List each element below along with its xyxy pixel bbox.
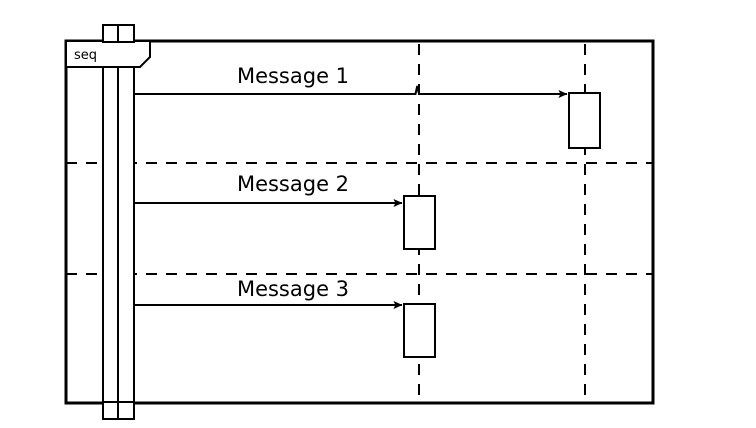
fragment-tag-shape — [65, 40, 151, 68]
fragment-frame-border — [64, 39, 655, 405]
message-1-label: Message 1 — [237, 64, 349, 88]
activation-middle-message-2[interactable] — [403, 195, 436, 250]
fragment-operator-label: seq — [74, 48, 97, 63]
fragment-operator-tag[interactable]: seq — [65, 40, 151, 68]
activation-middle-message-3[interactable] — [403, 303, 436, 358]
combined-fragment-frame — [64, 39, 655, 405]
message-3-group[interactable]: Message 3 — [134, 277, 403, 309]
activation-right-message-1[interactable] — [568, 92, 601, 149]
fragment-separators — [66, 162, 653, 275]
message-2-label: Message 2 — [237, 172, 349, 196]
activation-stubs — [102, 24, 135, 420]
message-1-group[interactable]: Message 1 — [134, 64, 568, 98]
activation-left-group — [102, 24, 135, 420]
message-2-group[interactable]: Message 2 — [134, 172, 403, 207]
message-1-arrow[interactable] — [134, 85, 568, 98]
message-3-label: Message 3 — [237, 277, 349, 301]
